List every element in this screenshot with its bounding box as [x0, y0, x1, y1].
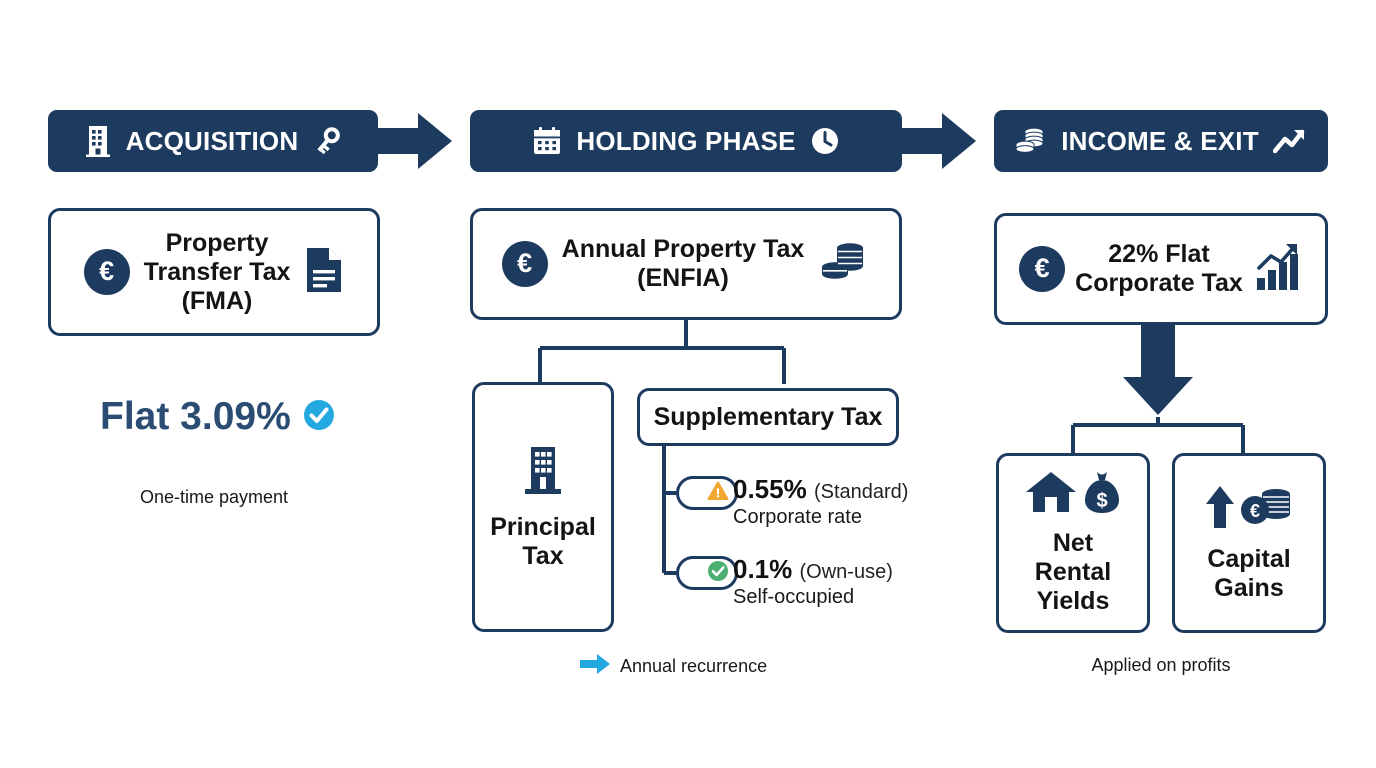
- house-icon: [1025, 470, 1077, 519]
- card-title: 22% Flat Corporate Tax: [1075, 240, 1243, 297]
- card-title: Annual Property Tax (ENFIA): [561, 235, 805, 292]
- rate-qualifier: (Own-use): [799, 561, 893, 583]
- rate-pill-own-use-rate[interactable]: [676, 556, 738, 590]
- bar-chart-growth-icon: [1253, 242, 1303, 297]
- phase-banner-holding-phase[interactable]: HOLDING PHASE: [470, 110, 902, 172]
- footnote-holding: Annual recurrence: [580, 653, 767, 680]
- card-title: Capital Gains: [1207, 544, 1291, 602]
- phase-label: ACQUISITION: [125, 125, 299, 156]
- phase-banner-acquisition[interactable]: ACQUISITION: [48, 110, 378, 172]
- building-icon: [520, 444, 566, 503]
- rate-value-line: 0.1% (Own-use): [733, 555, 893, 584]
- clock-icon: [810, 126, 840, 156]
- trending-up-icon: [1272, 127, 1307, 155]
- footnote-acquisition: One-time payment: [139, 487, 289, 507]
- euro-circle-icon: €: [1019, 246, 1066, 292]
- key-icon: [312, 126, 342, 156]
- card-property-transfer-tax[interactable]: € Property Transfer Tax (FMA): [48, 208, 380, 336]
- card-corporate-tax[interactable]: € 22% Flat Corporate Tax: [994, 213, 1328, 325]
- up-arrow-icon: [1204, 484, 1236, 535]
- card-capital-gains[interactable]: € Capital Gains: [1172, 453, 1326, 633]
- outcome-icon-group: €: [1204, 484, 1294, 535]
- footnote-income: Applied on profits: [1091, 655, 1231, 675]
- stat-value: Flat 3.09%: [100, 395, 291, 438]
- check-circle-icon: [707, 560, 729, 587]
- rate-info-own-use-rate: 0.1% (Own-use) Self-occupied: [733, 555, 893, 609]
- card-title: Net Rental Yields: [1034, 529, 1112, 615]
- warning-triangle-icon: [707, 480, 729, 507]
- card-principal-tax[interactable]: Principal Tax: [472, 382, 614, 632]
- euro-circle-icon: €: [83, 249, 130, 295]
- rate-value-line: 0.55% (Standard): [733, 475, 908, 504]
- connector-enfia-to-children: [538, 318, 786, 384]
- rate-qualifier: (Standard): [813, 481, 909, 503]
- card-title: Principal Tax: [490, 512, 596, 570]
- card-annual-property-tax[interactable]: € Annual Property Tax (ENFIA): [470, 208, 902, 320]
- phase-banner-income-exit[interactable]: INCOME & EXIT: [994, 110, 1328, 172]
- coin-stack-icon: [818, 236, 870, 293]
- rate-pill-standard-rate[interactable]: [676, 476, 738, 510]
- rate-info-standard-rate: 0.55% (Standard) Corporate rate: [733, 475, 908, 529]
- money-bag-icon: $: [1083, 470, 1121, 519]
- footnote-label: Annual recurrence: [620, 656, 768, 676]
- rate-subtitle: Corporate rate: [733, 505, 862, 528]
- card-title: Supplementary Tax: [653, 402, 883, 431]
- flow-arrow-holding-to-income: [898, 110, 976, 172]
- svg-text:€: €: [1250, 501, 1260, 521]
- coin-stack-icon: [1015, 125, 1047, 157]
- card-title: Property Transfer Tax (FMA): [143, 228, 291, 315]
- card-supplementary-tax[interactable]: Supplementary Tax: [637, 388, 899, 446]
- euro-coins-icon: €: [1240, 484, 1294, 535]
- euro-circle-icon: €: [501, 241, 548, 287]
- rate-value: 0.55%: [733, 474, 807, 504]
- stat-flat-rate: Flat 3.09%: [100, 395, 335, 439]
- rate-value: 0.1%: [733, 554, 793, 584]
- phase-label: HOLDING PHASE: [576, 125, 796, 156]
- right-arrow-icon: [580, 653, 610, 680]
- card-net-rental-yields[interactable]: $ Net Rental Yields: [996, 453, 1150, 633]
- flow-arrow-acquisition-to-holding: [374, 110, 452, 172]
- rate-subtitle: Self-occupied: [733, 585, 855, 608]
- phase-label: INCOME & EXIT: [1061, 125, 1259, 156]
- calendar-icon: [532, 126, 562, 156]
- check-circle-icon: [303, 399, 335, 436]
- svg-text:$: $: [1096, 490, 1107, 512]
- document-icon: [304, 246, 344, 299]
- outcome-icon-group: $: [1025, 470, 1121, 519]
- building-icon: [84, 125, 112, 157]
- connector-corporate-tax-to-outcomes: [1071, 325, 1245, 453]
